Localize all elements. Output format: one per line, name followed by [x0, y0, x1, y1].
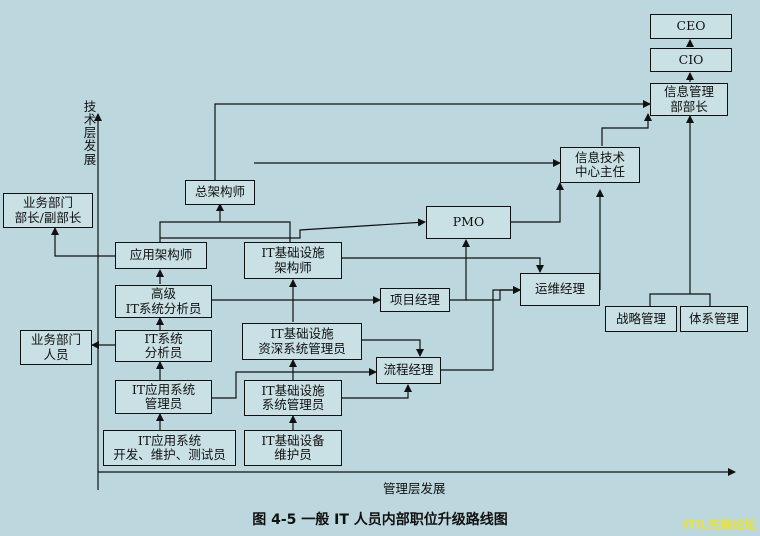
node-ceo: CEO [650, 14, 732, 39]
node-project-manager: 项目经理 [380, 288, 450, 312]
watermark-text: ITIL先锋论坛 [683, 518, 756, 532]
figure-caption: 图 4-5 一般 IT 人员内部职位升级路线图 [252, 512, 508, 528]
node-chief-architect: 总架构师 [185, 180, 255, 205]
node-it-infra-architect: IT基础设施 架构师 [244, 242, 342, 279]
axis-label-tech: 技术层发展 [83, 99, 97, 167]
node-strategy-manager: 战略管理 [605, 306, 677, 332]
node-business-staff: 业务部门 人员 [20, 330, 92, 365]
node-process-manager: 流程经理 [376, 357, 441, 384]
node-it-infra-senior-admin: IT基础设施 资深系统管理员 [242, 323, 362, 360]
node-it-app-dev: IT应用系统 开发、维护、测试员 [103, 430, 236, 466]
node-pmo: PMO [426, 206, 511, 239]
node-info-mgmt-director: 信息管理 部部长 [650, 83, 728, 116]
node-it-app-admin: IT应用系统 管理员 [115, 380, 212, 414]
node-info-tech-center-head: 信息技术 中心主任 [560, 147, 640, 183]
node-business-dept-head: 业务部门 部长/副部长 [3, 193, 93, 228]
node-system-manager: 体系管理 [680, 306, 748, 332]
node-senior-it-analyst: 高级 IT系统分析员 [115, 285, 212, 318]
node-app-architect: 应用架构师 [115, 242, 207, 269]
node-it-infra-admin: IT基础设施 系统管理员 [244, 380, 342, 416]
node-cio: CIO [650, 48, 732, 72]
node-ops-manager: 运维经理 [520, 273, 600, 306]
axis-label-mgmt: 管理层发展 [383, 481, 446, 496]
node-it-infra-maint: IT基础设备 维护员 [244, 430, 342, 466]
node-it-system-analyst: IT系统 分析员 [115, 330, 212, 362]
